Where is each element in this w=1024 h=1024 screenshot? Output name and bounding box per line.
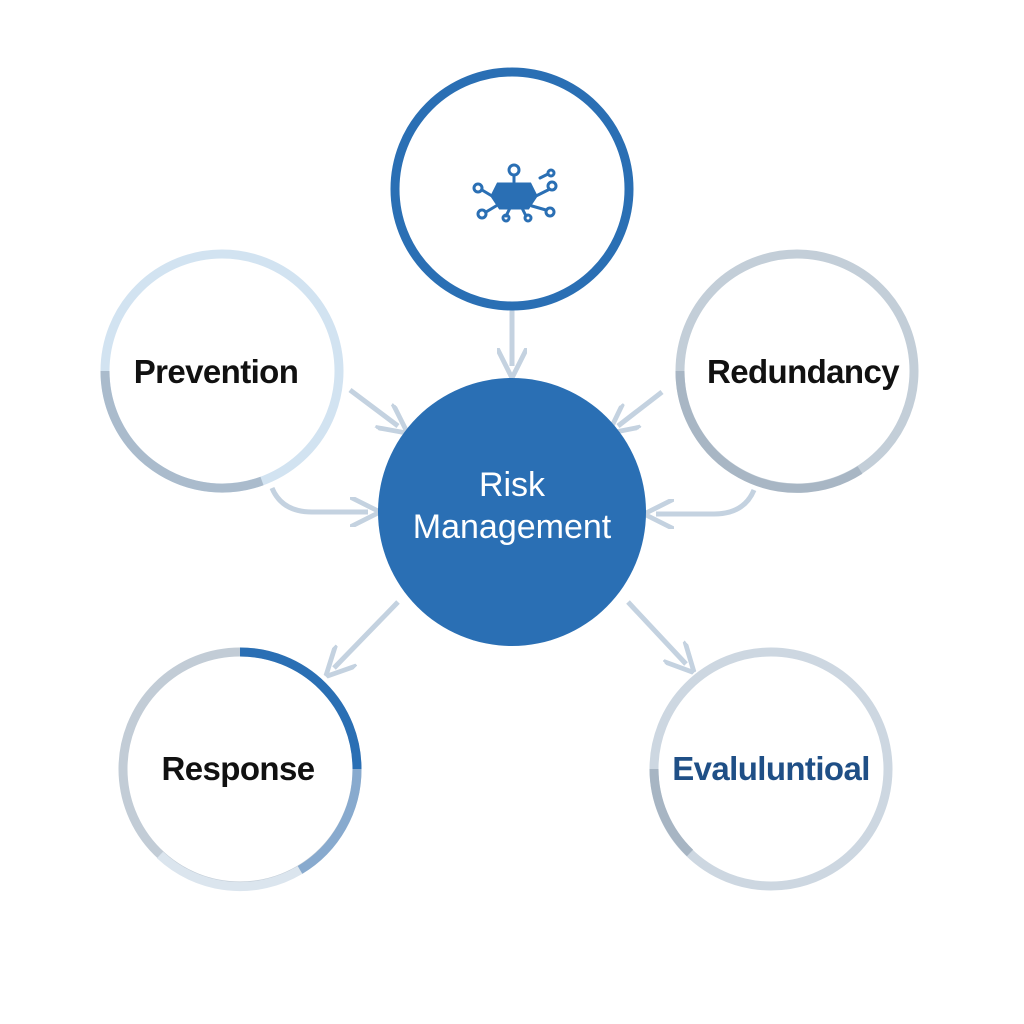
node-top bbox=[390, 67, 634, 311]
node-redundancy: Redundancy bbox=[675, 249, 919, 493]
center-label-line2: Management bbox=[413, 508, 612, 546]
center-label-line1: Risk bbox=[479, 466, 546, 504]
arrow-redundancy-to-center bbox=[618, 390, 664, 426]
node-prevention-label: Prevention bbox=[134, 353, 299, 390]
arrow-prevention-to-center bbox=[348, 388, 398, 426]
node-response-label: Response bbox=[162, 750, 315, 787]
node-evaluation-ring-accent bbox=[649, 768, 694, 857]
node-response-ring-blue bbox=[239, 647, 362, 770]
node-evaluation: Evaluluntioal bbox=[649, 647, 893, 891]
node-response-ring-pale bbox=[156, 851, 303, 892]
arrow-redundancy-to-center-lower bbox=[656, 488, 757, 514]
node-redundancy-label: Redundancy bbox=[707, 353, 900, 390]
connectors bbox=[269, 308, 757, 668]
node-prevention: Prevention bbox=[100, 249, 344, 493]
network-hub-icon bbox=[472, 163, 558, 223]
arrow-center-to-evaluation bbox=[626, 600, 686, 664]
arrow-center-to-response bbox=[334, 600, 400, 668]
node-center: Risk Management bbox=[378, 378, 646, 646]
node-response: Response bbox=[118, 647, 362, 892]
node-evaluation-label: Evaluluntioal bbox=[672, 750, 870, 787]
arrow-prevention-to-center-lower bbox=[269, 486, 368, 512]
node-prevention-ring-accent bbox=[100, 370, 264, 493]
node-response-ring-light bbox=[297, 768, 362, 874]
node-redundancy-ring-accent bbox=[675, 370, 863, 493]
node-center-disc bbox=[378, 378, 646, 646]
